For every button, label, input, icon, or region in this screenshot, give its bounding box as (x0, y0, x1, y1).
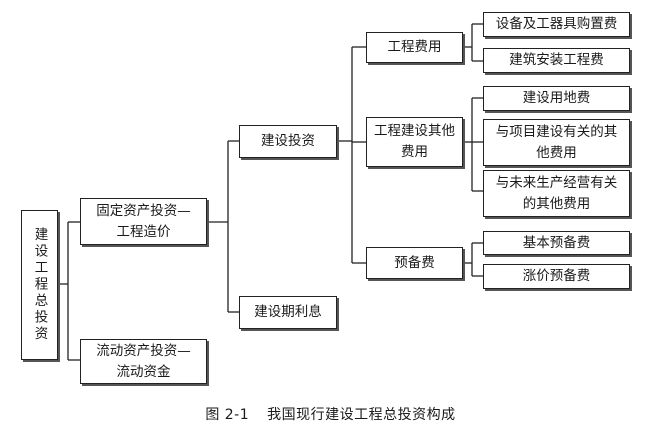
equipment-purchase-label: 设备及工器具购置费 (495, 16, 618, 32)
building-installation-label: 建筑安装工程费 (509, 52, 604, 68)
other-cost-line1: 工程建设其他 (374, 123, 455, 139)
current-asset-investment-box: 流动资产投资— 流动资金 (80, 339, 207, 384)
other-cost-line2: 费用 (401, 144, 428, 160)
construction-interest-box: 建设期利息 (239, 296, 337, 329)
land-use-fee-label: 建设用地费 (522, 90, 591, 106)
price-reserve-box: 涨价预备费 (483, 264, 630, 289)
basic-reserve-box: 基本预备费 (483, 231, 630, 255)
project-related-cost-box: 与项目建设有关的其 他费用 (483, 119, 630, 166)
equipment-purchase-box: 设备及工器具购置费 (483, 12, 630, 37)
fixed-asset-investment-box: 固定资产投资— 工程造价 (80, 198, 207, 245)
current-asset-line1: 流动资产投资— (96, 342, 191, 359)
fixed-asset-line2: 工程造价 (116, 223, 171, 240)
future-production-cost-box: 与未来生产经营有关 的其他费用 (483, 170, 630, 217)
root-label: 建设工程总投资 (31, 227, 48, 343)
project-related-line2: 他费用 (536, 144, 577, 161)
future-production-line2: 的其他费用 (522, 195, 591, 212)
reserve-fee-box: 预备费 (366, 247, 463, 279)
figure-caption: 图 2-1 我国现行建设工程总投资构成 (0, 404, 661, 424)
figure-title: 我国现行建设工程总投资构成 (267, 407, 456, 423)
construction-investment-box: 建设投资 (239, 125, 337, 158)
root-box-total-investment: 建设工程总投资 (21, 210, 58, 360)
figure-number: 图 2-1 (205, 407, 250, 423)
price-reserve-label: 涨价预备费 (522, 268, 591, 284)
basic-reserve-label: 基本预备费 (522, 234, 591, 251)
other-construction-cost-box: 工程建设其他 费用 (366, 117, 463, 167)
engineering-cost-label: 工程费用 (387, 39, 442, 55)
current-asset-line2: 流动资金 (116, 363, 171, 380)
building-installation-box: 建筑安装工程费 (483, 48, 630, 73)
engineering-cost-box: 工程费用 (366, 32, 463, 63)
land-use-fee-box: 建设用地费 (483, 86, 630, 111)
construction-interest-label: 建设期利息 (254, 304, 322, 320)
construction-investment-label: 建设投资 (261, 133, 315, 149)
reserve-fee-label: 预备费 (394, 254, 435, 271)
project-related-line1: 与项目建设有关的其 (495, 123, 618, 140)
fixed-asset-line1: 固定资产投资— (96, 202, 191, 219)
future-production-line1: 与未来生产经营有关 (495, 174, 618, 191)
